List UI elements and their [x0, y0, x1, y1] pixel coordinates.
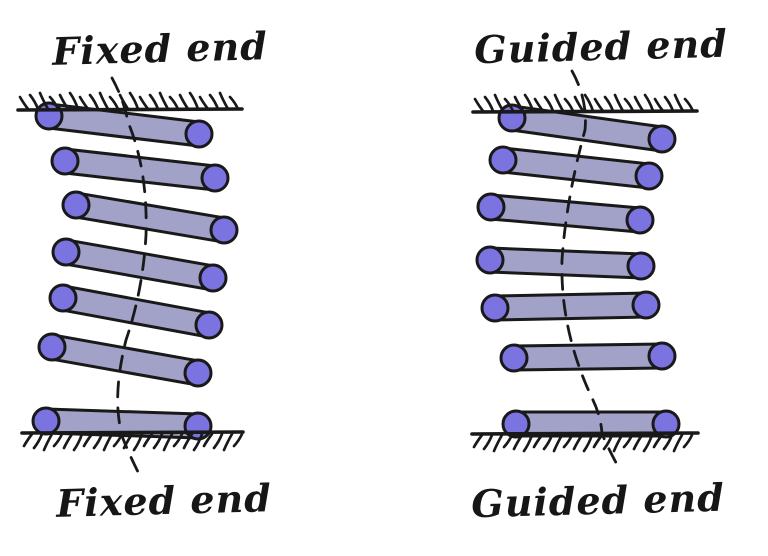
right-spring-bottom-support — [470, 431, 700, 453]
left-spring-bottom-support — [20, 430, 245, 452]
coil-end-cap — [499, 343, 529, 373]
coil-end-cap — [183, 358, 213, 388]
coil-end-cap — [183, 411, 213, 441]
support-surface-line — [470, 431, 700, 436]
coil-turn — [476, 192, 655, 235]
left-spring-top-support — [16, 91, 244, 112]
coil-end-cap — [198, 263, 228, 293]
coil-end-cap — [184, 119, 214, 149]
coil-end-cap — [647, 124, 677, 154]
coil-end-cap — [647, 341, 677, 371]
coil-turn — [499, 341, 677, 373]
coil-end-cap — [31, 406, 61, 436]
support-surface-line — [20, 430, 245, 435]
coil-end-cap — [48, 283, 78, 313]
coil-end-cap — [651, 409, 681, 439]
coil-turn — [34, 101, 214, 149]
right-spring — [470, 69, 700, 472]
coil-end-cap — [480, 293, 510, 323]
label-left-top-end: Fixed end — [51, 23, 269, 74]
coil-end-cap — [51, 237, 81, 267]
right-spring-buckled-centerline — [560, 69, 622, 472]
coil-end-cap — [501, 409, 531, 439]
support-surface-line — [16, 107, 244, 112]
right-spring-top-support — [471, 93, 699, 114]
hatch-marks — [18, 91, 240, 111]
coil-turn — [61, 190, 239, 245]
coil-turn — [475, 245, 656, 281]
coil-turn — [51, 237, 228, 293]
coil-turn — [37, 332, 213, 388]
coil-end-cap — [626, 251, 656, 281]
hatch-marks — [22, 432, 244, 452]
coil-end-cap — [634, 161, 664, 191]
label-right-bottom-end: Guided end — [470, 474, 726, 527]
coil-turn — [50, 146, 230, 193]
left-spring-buckled-centerline — [110, 76, 148, 478]
coil-end-cap — [476, 192, 506, 222]
label-right-top-end: Guided end — [473, 20, 729, 73]
coil-end-cap — [631, 290, 661, 320]
left-spring — [16, 76, 245, 478]
coil-end-cap — [61, 190, 91, 220]
coil-end-cap — [488, 145, 518, 175]
coil-end-cap — [209, 215, 239, 245]
coil-turn — [31, 406, 213, 441]
coil-end-cap — [37, 332, 67, 362]
hatch-marks — [473, 93, 695, 113]
hatch-marks — [472, 433, 694, 453]
coil-end-cap — [200, 163, 230, 193]
coil-end-cap — [50, 146, 80, 176]
coil-end-cap — [475, 245, 505, 275]
coil-turn — [501, 409, 681, 439]
coil-end-cap — [194, 310, 224, 340]
coil-turn — [48, 283, 224, 340]
coil-turn — [480, 290, 661, 323]
label-left-bottom-end: Fixed end — [55, 475, 273, 526]
support-surface-line — [471, 109, 699, 114]
coil-end-cap — [625, 205, 655, 235]
coil-turn — [488, 145, 664, 191]
